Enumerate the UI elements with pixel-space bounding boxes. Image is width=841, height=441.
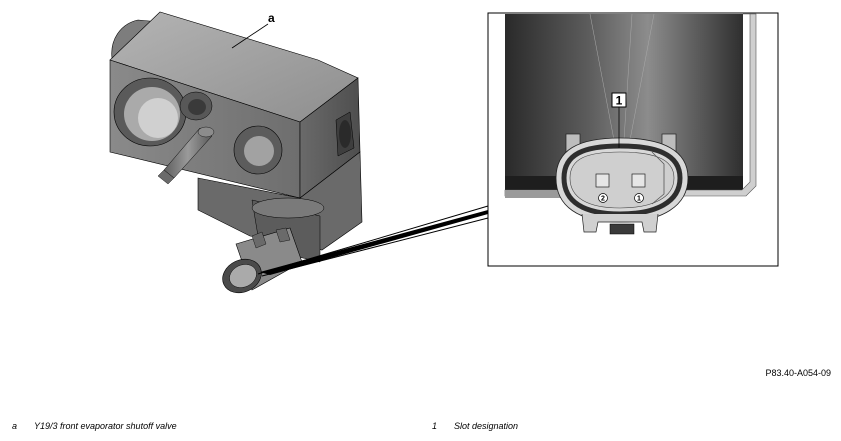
figure-code: P83.40-A054-09	[765, 368, 831, 378]
callout-a-label: a	[268, 11, 275, 25]
legend-text: Slot designation	[454, 421, 519, 431]
legend-key: a	[12, 421, 18, 431]
pin-2	[595, 173, 610, 188]
legend-item-1: 1 Slot designation	[432, 421, 518, 431]
pin-2-number: 2	[601, 196, 605, 203]
legend-text: Y19/3 front evaporator shutoff valve	[34, 421, 177, 431]
plug-connector	[222, 227, 303, 294]
callout-a-leader	[231, 23, 269, 49]
magnification-wedge	[257, 205, 489, 277]
round-port	[233, 125, 283, 175]
pin-1	[631, 173, 646, 188]
legend-key: 1	[432, 421, 438, 431]
stud-bolt	[157, 126, 215, 185]
callout-1-label: 1	[616, 94, 623, 108]
pin-1-number: 1	[637, 196, 641, 203]
large-port	[113, 77, 187, 147]
small-port	[179, 91, 213, 121]
legend-item-a: a Y19/3 front evaporator shutoff valve	[12, 421, 177, 431]
connector-face: 2 1	[555, 133, 689, 235]
callout-1: 1	[611, 92, 627, 148]
